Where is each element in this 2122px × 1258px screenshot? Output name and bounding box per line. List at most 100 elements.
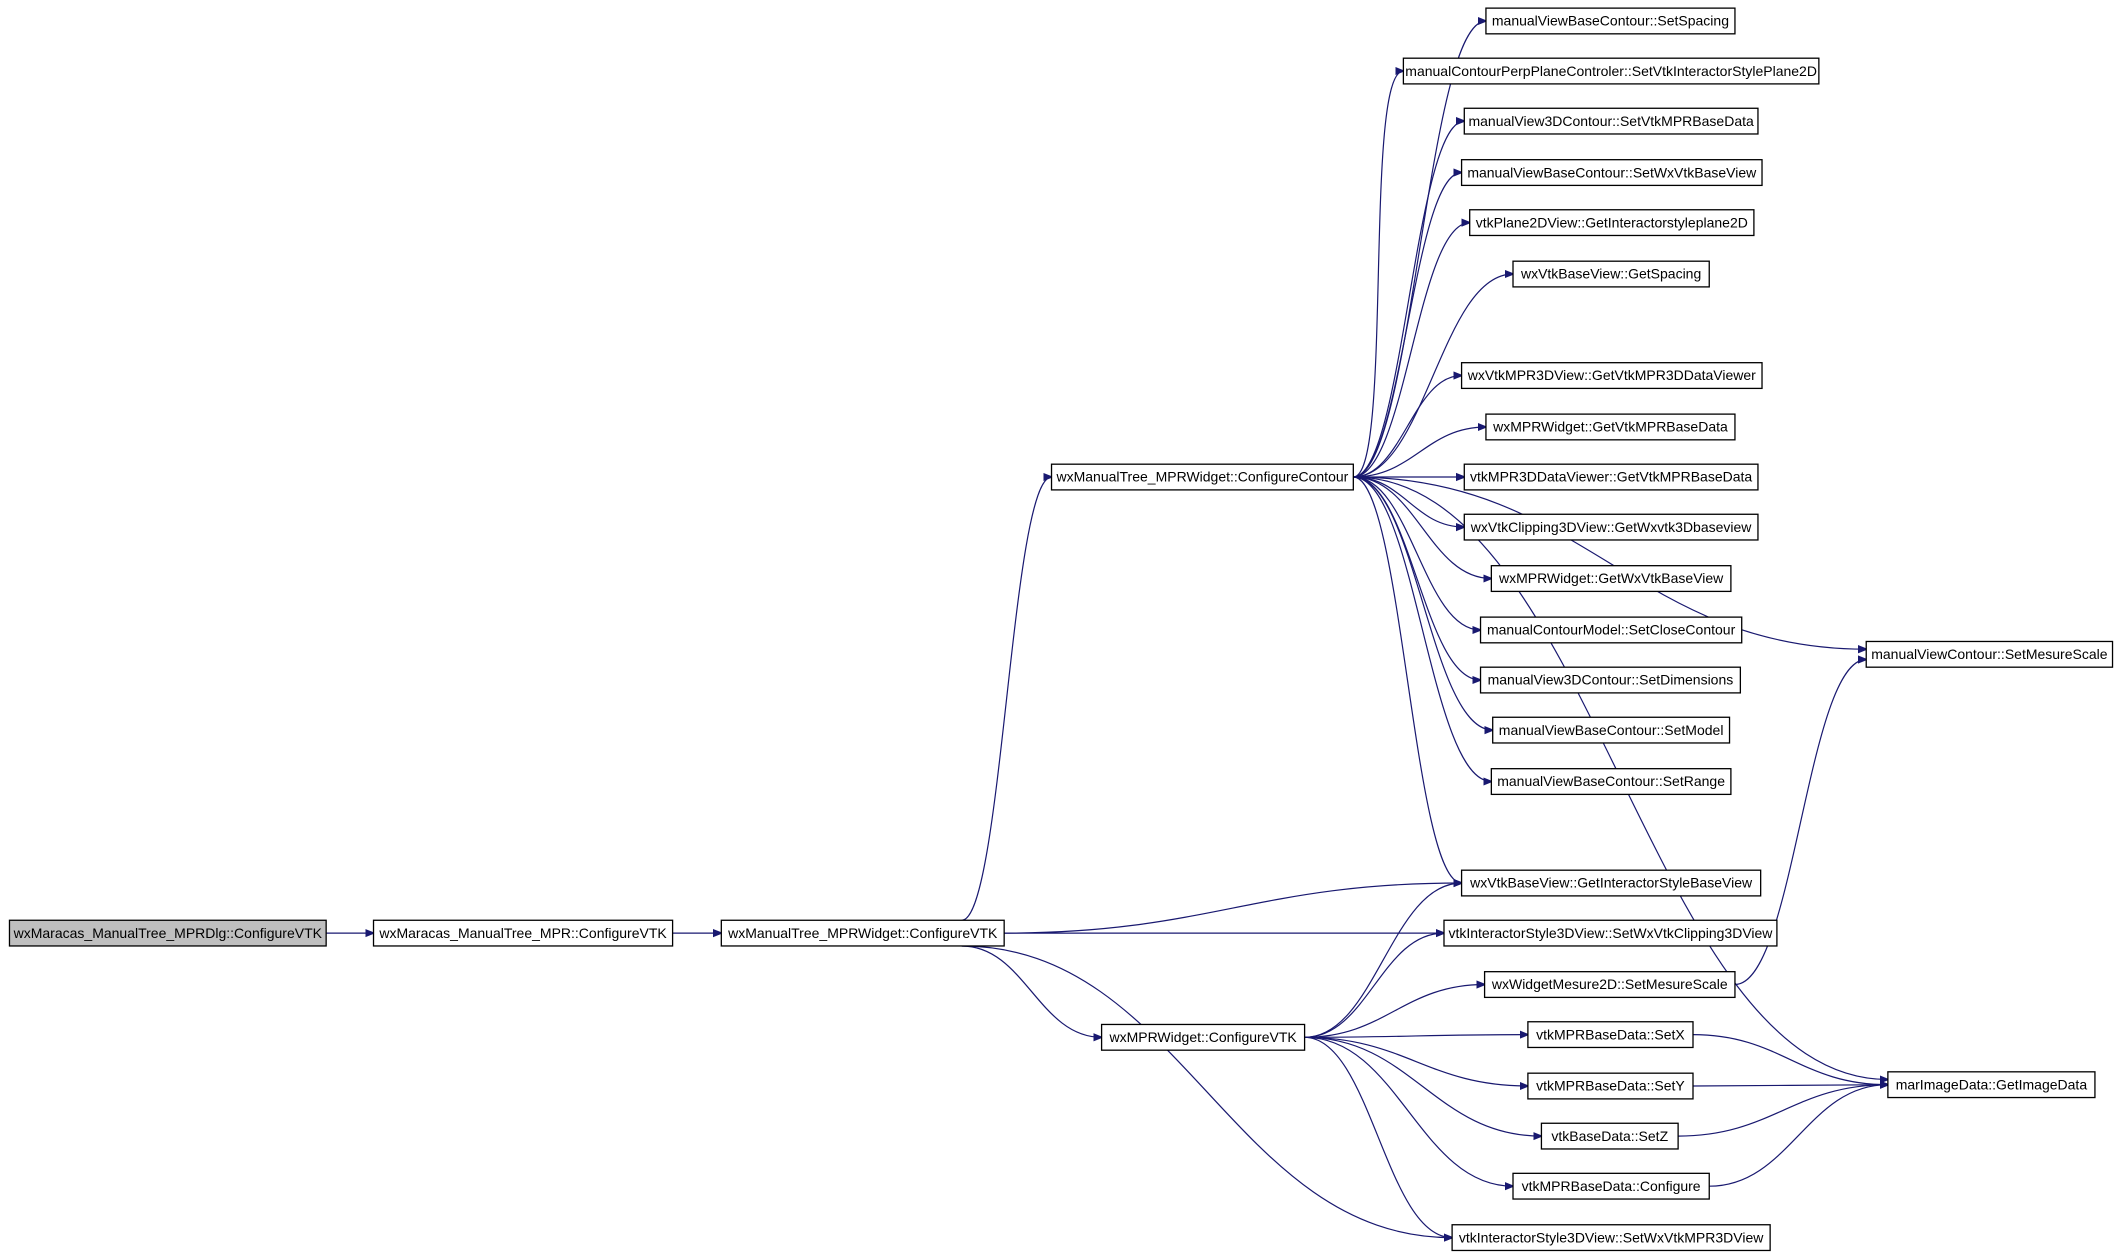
graph-node[interactable]: vtkInteractorStyle3DView::SetWxVtkMPR3DV…	[1451, 1224, 1771, 1252]
graph-node[interactable]: vtkPlane2DView::GetInteractorstyleplane2…	[1469, 209, 1755, 237]
graph-node[interactable]: manualView3DContour::SetVtkMPRBaseData	[1463, 107, 1759, 135]
call-edge	[1304, 933, 1444, 1038]
call-edge	[1678, 1085, 1888, 1137]
node-label: wxMaracas_ManualTree_MPRDlg::ConfigureVT…	[13, 925, 323, 941]
graph-node[interactable]: manualViewBaseContour::SetSpacing	[1485, 7, 1736, 35]
graph-node[interactable]: vtkMPR3DDataViewer::GetVtkMPRBaseData	[1463, 463, 1759, 491]
node-label: wxManualTree_MPRWidget::ConfigureVTK	[727, 925, 998, 941]
call-edge	[1353, 71, 1403, 478]
node-label: wxVtkClipping3DView::GetWxvtk3Dbaseview	[1470, 519, 1753, 535]
node-box	[1479, 616, 1743, 644]
graph-node[interactable]: manualContourPerpPlaneControler::SetVtkI…	[1402, 57, 1820, 85]
node-box	[1527, 1072, 1694, 1100]
node-label: manualViewBaseContour::SetRange	[1497, 773, 1725, 789]
call-edge	[1353, 476, 1491, 782]
call-edge	[1709, 1085, 1888, 1187]
call-edge	[1304, 883, 1462, 1038]
node-label: vtkMPRBaseData::Configure	[1522, 1178, 1701, 1194]
graph-node[interactable]: wxMPRWidget::ConfigureVTK	[1100, 1023, 1306, 1051]
call-edge	[1304, 1035, 1528, 1038]
call-edge	[1304, 1036, 1542, 1136]
node-label: wxMPRWidget::GetWxVtkBaseView	[1498, 570, 1724, 586]
call-edge	[1353, 476, 1480, 680]
node-label: wxVtkBaseView::GetInteractorStyleBaseVie…	[1469, 875, 1753, 891]
call-edge	[1353, 173, 1461, 478]
node-box	[720, 919, 1005, 947]
graph-node[interactable]: vtkBaseData::SetZ	[1540, 1122, 1679, 1150]
node-label: vtkInteractorStyle3DView::SetWxVtkClippi…	[1448, 925, 1773, 941]
graph-node[interactable]: wxManualTree_MPRWidget::ConfigureVTK	[720, 919, 1005, 947]
graph-node[interactable]: manualContourModel::SetCloseContour	[1479, 616, 1743, 644]
graph-node[interactable]: vtkMPRBaseData::Configure	[1512, 1172, 1710, 1200]
node-label: wxMPRWidget::GetVtkMPRBaseData	[1492, 419, 1728, 435]
call-edge	[1304, 1036, 1453, 1237]
node-label: manualViewBaseContour::SetWxVtkBaseView	[1467, 164, 1757, 180]
node-box	[1460, 869, 1762, 897]
graph-node[interactable]: vtkMPRBaseData::SetY	[1527, 1072, 1694, 1100]
node-box	[372, 919, 674, 947]
call-edge	[1353, 121, 1464, 478]
node-box	[1512, 1172, 1710, 1200]
node-label: marImageData::GetImageData	[1896, 1076, 2088, 1092]
graph-node[interactable]: wxMaracas_ManualTree_MPR::ConfigureVTK	[372, 919, 674, 947]
graph-node[interactable]: wxVtkBaseView::GetInteractorStyleBaseVie…	[1460, 869, 1762, 897]
node-label: manualViewBaseContour::SetModel	[1499, 722, 1724, 738]
node-box	[1485, 413, 1736, 441]
node-box	[1050, 463, 1354, 491]
call-edge	[1353, 476, 1866, 649]
call-edge	[1304, 1036, 1513, 1186]
graph-node[interactable]: marImageData::GetImageData	[1887, 1071, 2096, 1099]
node-box	[1540, 1122, 1679, 1150]
node-box	[1512, 260, 1710, 288]
graph-node[interactable]: vtkInteractorStyle3DView::SetWxVtkClippi…	[1443, 919, 1778, 947]
graph-node[interactable]: wxMaracas_ManualTree_MPRDlg::ConfigureVT…	[8, 919, 327, 947]
node-label: wxMaracas_ManualTree_MPR::ConfigureVTK	[378, 925, 667, 941]
call-edge	[1353, 476, 1461, 883]
node-label: manualViewContour::SetMesureScale	[1871, 646, 2108, 662]
graph-node[interactable]: wxVtkMPR3DView::GetVtkMPR3DDataViewer	[1460, 362, 1763, 390]
call-edge	[1353, 476, 1491, 579]
call-edge	[1353, 274, 1513, 478]
node-box	[1443, 919, 1778, 947]
node-box	[1887, 1071, 2096, 1099]
node-label: wxWidgetMesure2D::SetMesureScale	[1491, 976, 1728, 992]
call-edge	[961, 477, 1052, 921]
node-label: vtkMPRBaseData::SetY	[1536, 1078, 1685, 1094]
graph-node[interactable]: wxVtkClipping3DView::GetWxvtk3Dbaseview	[1463, 513, 1759, 541]
node-label: wxMPRWidget::ConfigureVTK	[1108, 1029, 1297, 1045]
node-label: wxVtkMPR3DView::GetVtkMPR3DDataViewer	[1467, 367, 1756, 383]
graph-node[interactable]: wxWidgetMesure2D::SetMesureScale	[1483, 971, 1736, 999]
call-edge	[1353, 376, 1461, 478]
graph-node[interactable]: manualViewBaseContour::SetWxVtkBaseView	[1460, 159, 1763, 187]
node-box	[1402, 57, 1820, 85]
nodes-layer: wxMaracas_ManualTree_MPRDlg::ConfigureVT…	[8, 7, 2114, 1252]
call-edge	[1734, 660, 1866, 986]
graph-node[interactable]: vtkMPRBaseData::SetX	[1527, 1021, 1694, 1049]
graph-node[interactable]: manualViewBaseContour::SetRange	[1490, 768, 1732, 796]
call-edge	[1353, 476, 1492, 730]
node-box	[1469, 209, 1755, 237]
node-box	[1100, 1023, 1306, 1051]
call-edge	[1004, 883, 1461, 934]
node-box	[1490, 565, 1732, 593]
node-box	[1527, 1021, 1694, 1049]
graph-node[interactable]: wxMPRWidget::GetVtkMPRBaseData	[1485, 413, 1736, 441]
call-edge	[1304, 1036, 1528, 1086]
node-box	[1479, 666, 1742, 694]
node-box	[1492, 716, 1731, 744]
graph-node[interactable]: manualViewBaseContour::SetModel	[1492, 716, 1731, 744]
node-box	[1451, 1224, 1771, 1252]
graph-node[interactable]: manualView3DContour::SetDimensions	[1479, 666, 1742, 694]
graph-node[interactable]: wxManualTree_MPRWidget::ConfigureContour	[1050, 463, 1354, 491]
graph-node[interactable]: wxMPRWidget::GetWxVtkBaseView	[1490, 565, 1732, 593]
graph-node[interactable]: manualViewContour::SetMesureScale	[1865, 640, 2114, 668]
graph-node[interactable]: wxVtkBaseView::GetSpacing	[1512, 260, 1710, 288]
call-edge	[1692, 1085, 1888, 1086]
call-edge	[1353, 223, 1469, 478]
node-label: wxVtkBaseView::GetSpacing	[1520, 266, 1701, 282]
node-box	[1490, 768, 1732, 796]
node-box	[1485, 7, 1736, 35]
call-edge	[961, 945, 1102, 1037]
call-edge	[1353, 476, 1480, 630]
